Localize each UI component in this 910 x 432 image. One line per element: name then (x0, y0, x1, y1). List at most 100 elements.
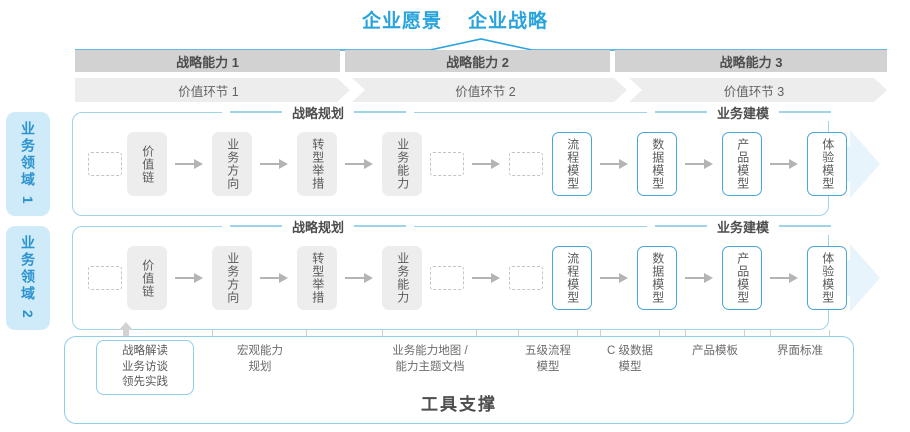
flow-box-experience-model[interactable]: 体验模型 (807, 132, 847, 196)
section-rule-left-icon (230, 225, 282, 227)
placeholder-dashed (430, 152, 464, 176)
flow-box-label: 产品模型 (735, 252, 750, 304)
diagram-title: 企业愿景 企业战略 (0, 4, 910, 34)
arrow-right-icon (600, 159, 630, 169)
arrow-right-icon (770, 159, 800, 169)
section-rule-right-icon (779, 225, 832, 227)
placeholder-dashed (509, 152, 543, 176)
placeholder-dashed (88, 152, 122, 176)
section-rule-right-icon (354, 111, 407, 113)
flow-box-label: 流程模型 (565, 138, 580, 190)
arrow-right-icon (770, 273, 800, 283)
flow-band-arrow-1-icon (850, 130, 880, 198)
strategic-capability-header: 战略能力 1 战略能力 2 战略能力 3 (75, 50, 887, 72)
flow-box-business-capability[interactable]: 业务能力 (382, 132, 422, 196)
flow-box-label: 业务能力 (395, 252, 410, 304)
title-vision: 企业愿景 (361, 10, 442, 32)
section-title-left-1-label: 战略规划 (292, 105, 345, 121)
tool-label-line: 宏观能力 (237, 345, 283, 357)
flow-box-data-model[interactable]: 数据模型 (637, 132, 677, 196)
value-segment-3[interactable]: 价值环节 3 (629, 78, 887, 102)
arrow-right-icon (600, 273, 630, 283)
arrow-right-icon (472, 273, 502, 283)
arrow-right-icon (345, 273, 375, 283)
flow-box-transform-measures[interactable]: 转型举措 (297, 246, 337, 310)
flow-box-business-direction[interactable]: 业务方向 (212, 132, 252, 196)
flow-box-process-model[interactable]: 流程模型 (552, 132, 592, 196)
section-rule-left-icon (230, 111, 282, 113)
placeholder-dashed (509, 266, 543, 290)
flow-box-label: 流程模型 (565, 252, 580, 304)
arrow-right-icon (685, 273, 715, 283)
tool-label-strategy-interpretation[interactable]: 战略解读 业务访谈 领先实践 (96, 340, 194, 395)
tool-label-line: 五级流程 (525, 345, 571, 357)
placeholder-dashed (430, 266, 464, 290)
domain-tag-2-label: 业务领域 2 (20, 235, 36, 321)
flow-band-arrow-2-icon (850, 244, 880, 312)
title-strategy: 企业战略 (468, 10, 549, 32)
flow-box-product-model[interactable]: 产品模型 (722, 246, 762, 310)
flow-box-process-model[interactable]: 流程模型 (552, 246, 592, 310)
section-title-left-1: 战略规划 (222, 103, 415, 121)
arrow-right-icon (472, 159, 502, 169)
section-title-right-2-label: 业务建模 (717, 219, 770, 235)
tool-label-line: 产品模板 (692, 345, 738, 357)
section-title-left-2-label: 战略规划 (292, 219, 345, 235)
arrow-right-icon (260, 159, 290, 169)
tool-label-capability-map[interactable]: 业务能力地图 / 能力主题文档 (369, 344, 491, 375)
domain-row-2: 战略规划 业务建模 价值链 业务方向 转型举措 业务能力 流程模型 数据模型 产… (72, 217, 880, 330)
section-rule-right-icon (779, 111, 832, 113)
section-title-left-2: 战略规划 (222, 217, 415, 235)
flow-box-label: 业务方向 (225, 252, 240, 304)
section-rule-left-icon (655, 111, 707, 113)
capability-cell-1[interactable]: 战略能力 1 (75, 50, 340, 72)
capability-cell-3[interactable]: 战略能力 3 (615, 50, 887, 72)
value-segment-1[interactable]: 价值环节 1 (75, 78, 350, 102)
flow-box-value-chain[interactable]: 价值链 (127, 132, 167, 196)
domain-tag-1-label: 业务领域 1 (20, 121, 36, 207)
flow-box-transform-measures[interactable]: 转型举措 (297, 132, 337, 196)
flow-box-label: 业务能力 (395, 138, 410, 190)
flow-box-product-model[interactable]: 产品模型 (722, 132, 762, 196)
domain-row-1: 战略规划 业务建模 价值链 业务方向 转型举措 业务能力 流程模型 数据模型 产… (72, 103, 880, 216)
value-segment-2[interactable]: 价值环节 2 (352, 78, 627, 102)
domain-tag-2[interactable]: 业务领域 2 (6, 226, 50, 330)
arrow-right-icon (175, 159, 205, 169)
flow-box-business-direction[interactable]: 业务方向 (212, 246, 252, 310)
tool-label-line: 战略解读 (122, 345, 168, 357)
capability-cell-2[interactable]: 战略能力 2 (345, 50, 610, 72)
tool-label-line: 业务能力地图 / (392, 345, 468, 357)
flow-box-data-model[interactable]: 数据模型 (637, 246, 677, 310)
section-rule-left-icon (655, 225, 707, 227)
tool-label-c-level-data-model[interactable]: C 级数据 模型 (590, 344, 670, 375)
tool-label-macro-capability-planning[interactable]: 宏观能力 规划 (214, 344, 306, 375)
value-segment-header: 价值环节 1 价值环节 2 价值环节 3 (75, 78, 887, 102)
flow-box-label: 业务方向 (225, 138, 240, 190)
tool-label-ui-standard[interactable]: 界面标准 (760, 344, 840, 360)
tool-label-line: 规划 (248, 360, 272, 373)
tool-label-line: 业务访谈 (122, 360, 168, 373)
flow-box-value-chain[interactable]: 价值链 (127, 246, 167, 310)
arrow-right-icon (685, 159, 715, 169)
flow-box-business-capability[interactable]: 业务能力 (382, 246, 422, 310)
flow-box-label: 转型举措 (310, 138, 325, 190)
flow-box-label: 体验模型 (820, 252, 835, 304)
flow-box-experience-model[interactable]: 体验模型 (807, 246, 847, 310)
value-segment-2-label: 价值环节 2 (455, 84, 516, 99)
flow-box-label: 转型举措 (310, 252, 325, 304)
tool-support-container: 工具支撑 (64, 336, 854, 424)
flow-box-label: 产品模型 (735, 138, 750, 190)
tool-label-line: 能力主题文档 (395, 360, 465, 373)
value-segment-1-label: 价值环节 1 (178, 84, 239, 99)
section-title-right-1-label: 业务建模 (717, 105, 770, 121)
arrow-right-icon (345, 159, 375, 169)
flow-box-label: 数据模型 (650, 252, 665, 304)
flow-box-label: 数据模型 (650, 138, 665, 190)
section-title-right-2: 业务建模 (647, 217, 840, 235)
tool-label-product-template[interactable]: 产品模板 (675, 344, 755, 360)
tool-label-five-level-process-model[interactable]: 五级流程 模型 (508, 344, 588, 375)
domain-tag-1[interactable]: 业务领域 1 (6, 112, 50, 216)
placeholder-dashed (88, 266, 122, 290)
section-rule-right-icon (354, 225, 407, 227)
